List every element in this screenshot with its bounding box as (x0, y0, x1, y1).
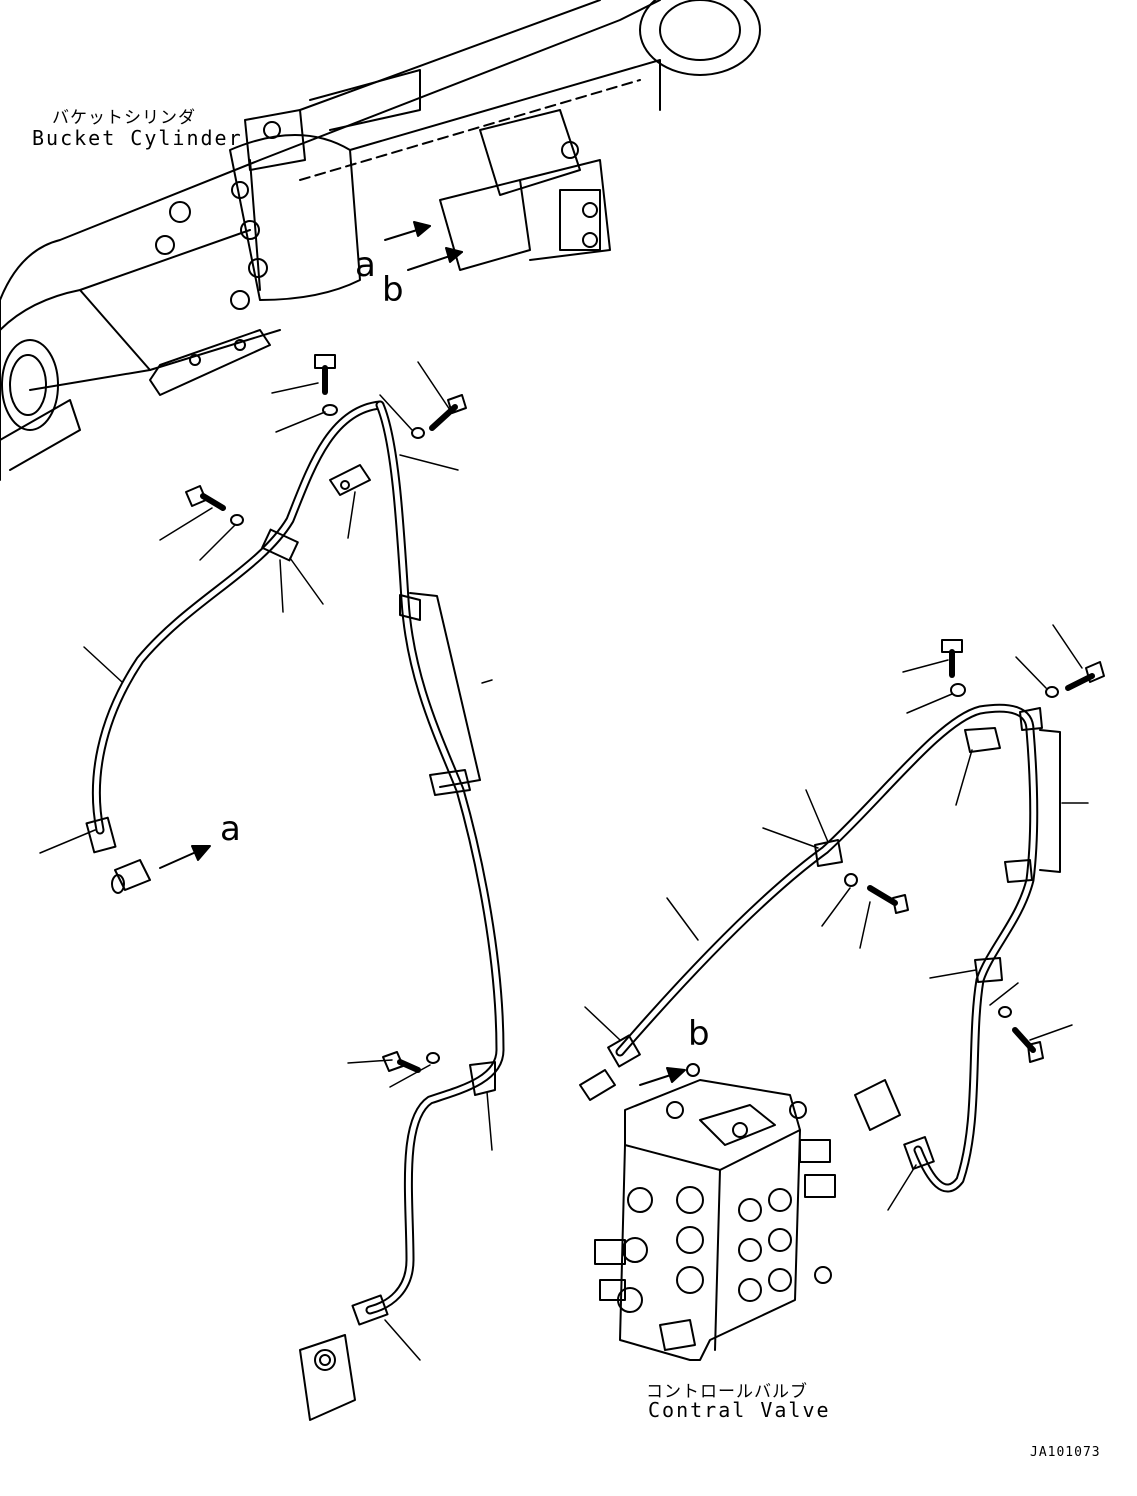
left-hose-assembly (86, 355, 500, 1420)
control-valve-label-en: Contral Valve (648, 1398, 831, 1422)
right-leader-lines (585, 625, 1088, 1210)
bucket-cylinder-label-en: Bucket Cylinder (32, 126, 243, 150)
ref-letter-a-left: a (220, 809, 241, 849)
control-valve-illustration (595, 1064, 835, 1360)
bucket-cylinder-illustration (0, 0, 760, 480)
arrow-b-top (408, 248, 462, 270)
ref-letter-a-top: a (355, 245, 376, 285)
right-hose-assembly (580, 640, 1104, 1188)
bucket-cylinder-label-jp: バケットシリンダ (52, 108, 196, 128)
control-valve-label-jp: コントロールバルブ (646, 1382, 808, 1402)
ref-letter-b-right: b (688, 1014, 710, 1054)
ref-letter-b-top: b (382, 270, 404, 310)
arrow-a-left (160, 846, 210, 868)
arrow-b-right (640, 1068, 685, 1085)
document-id: JA101073 (1030, 1445, 1101, 1460)
arrow-a-top (385, 222, 430, 240)
left-leader-lines (40, 362, 492, 1360)
